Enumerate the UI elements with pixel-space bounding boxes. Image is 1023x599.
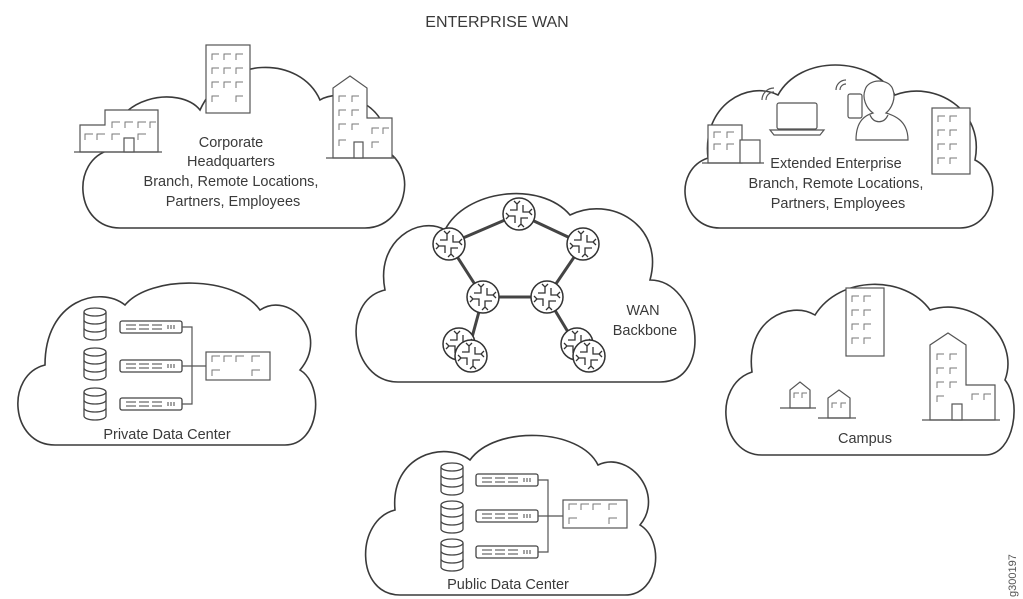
public-data-center-label: Public Data Center [447,577,569,593]
server-icon [119,359,183,373]
wan-backbone-label: WAN Backbone [613,303,678,339]
private-data-center-cloud: Private Data Center [17,282,317,446]
router-icon [466,280,500,314]
router-icon [502,197,536,231]
router-icon [454,339,488,373]
database-icon [83,307,107,341]
server-icon [119,320,183,334]
campus-cloud: Campus [725,283,1015,456]
mobile-phone-icon [835,79,863,119]
laptop-icon [761,87,826,136]
campus-tower-icon [845,287,885,357]
switch-icon [205,351,271,381]
server-icon [119,397,183,411]
office-building-icon [74,109,162,153]
switch-icon [562,499,628,529]
router-icon [566,227,600,261]
small-house-icon [780,381,816,409]
enterprise-tower-icon [931,107,971,175]
database-icon [440,500,464,534]
private-data-center-label: Private Data Center [103,427,231,443]
corporate-headquarters-cloud: Corporate Headquarters Branch, Remote Lo… [74,44,406,229]
campus-main-building-icon [922,332,1000,421]
campus-label: Campus [838,431,892,447]
server-icon [475,545,539,559]
database-icon [83,387,107,421]
branch-building-icon [702,124,764,164]
server-icon [475,473,539,487]
hq-building-icon [326,75,396,159]
router-icon [572,339,606,373]
router-icon [432,227,466,261]
small-house-icon [818,389,856,419]
database-icon [83,347,107,381]
extended-enterprise-label: Extended Enterprise Branch, Remote Locat… [749,156,928,212]
diagram-title: ENTERPRISE WAN [425,14,568,31]
corporate-label: Corporate Headquarters Branch, Remote Lo… [144,135,323,210]
database-icon [440,462,464,496]
public-data-center-cloud: Public Data Center [364,434,657,596]
tower-building-icon [205,44,251,114]
extended-enterprise-cloud: Extended Enterprise Branch, Remote Locat… [684,64,994,229]
wan-backbone-cloud: WAN Backbone [355,192,696,383]
database-icon [440,538,464,572]
router-icon [530,280,564,314]
server-icon [475,509,539,523]
employee-person-icon [855,80,909,141]
figure-id: g300197 [1007,554,1019,597]
